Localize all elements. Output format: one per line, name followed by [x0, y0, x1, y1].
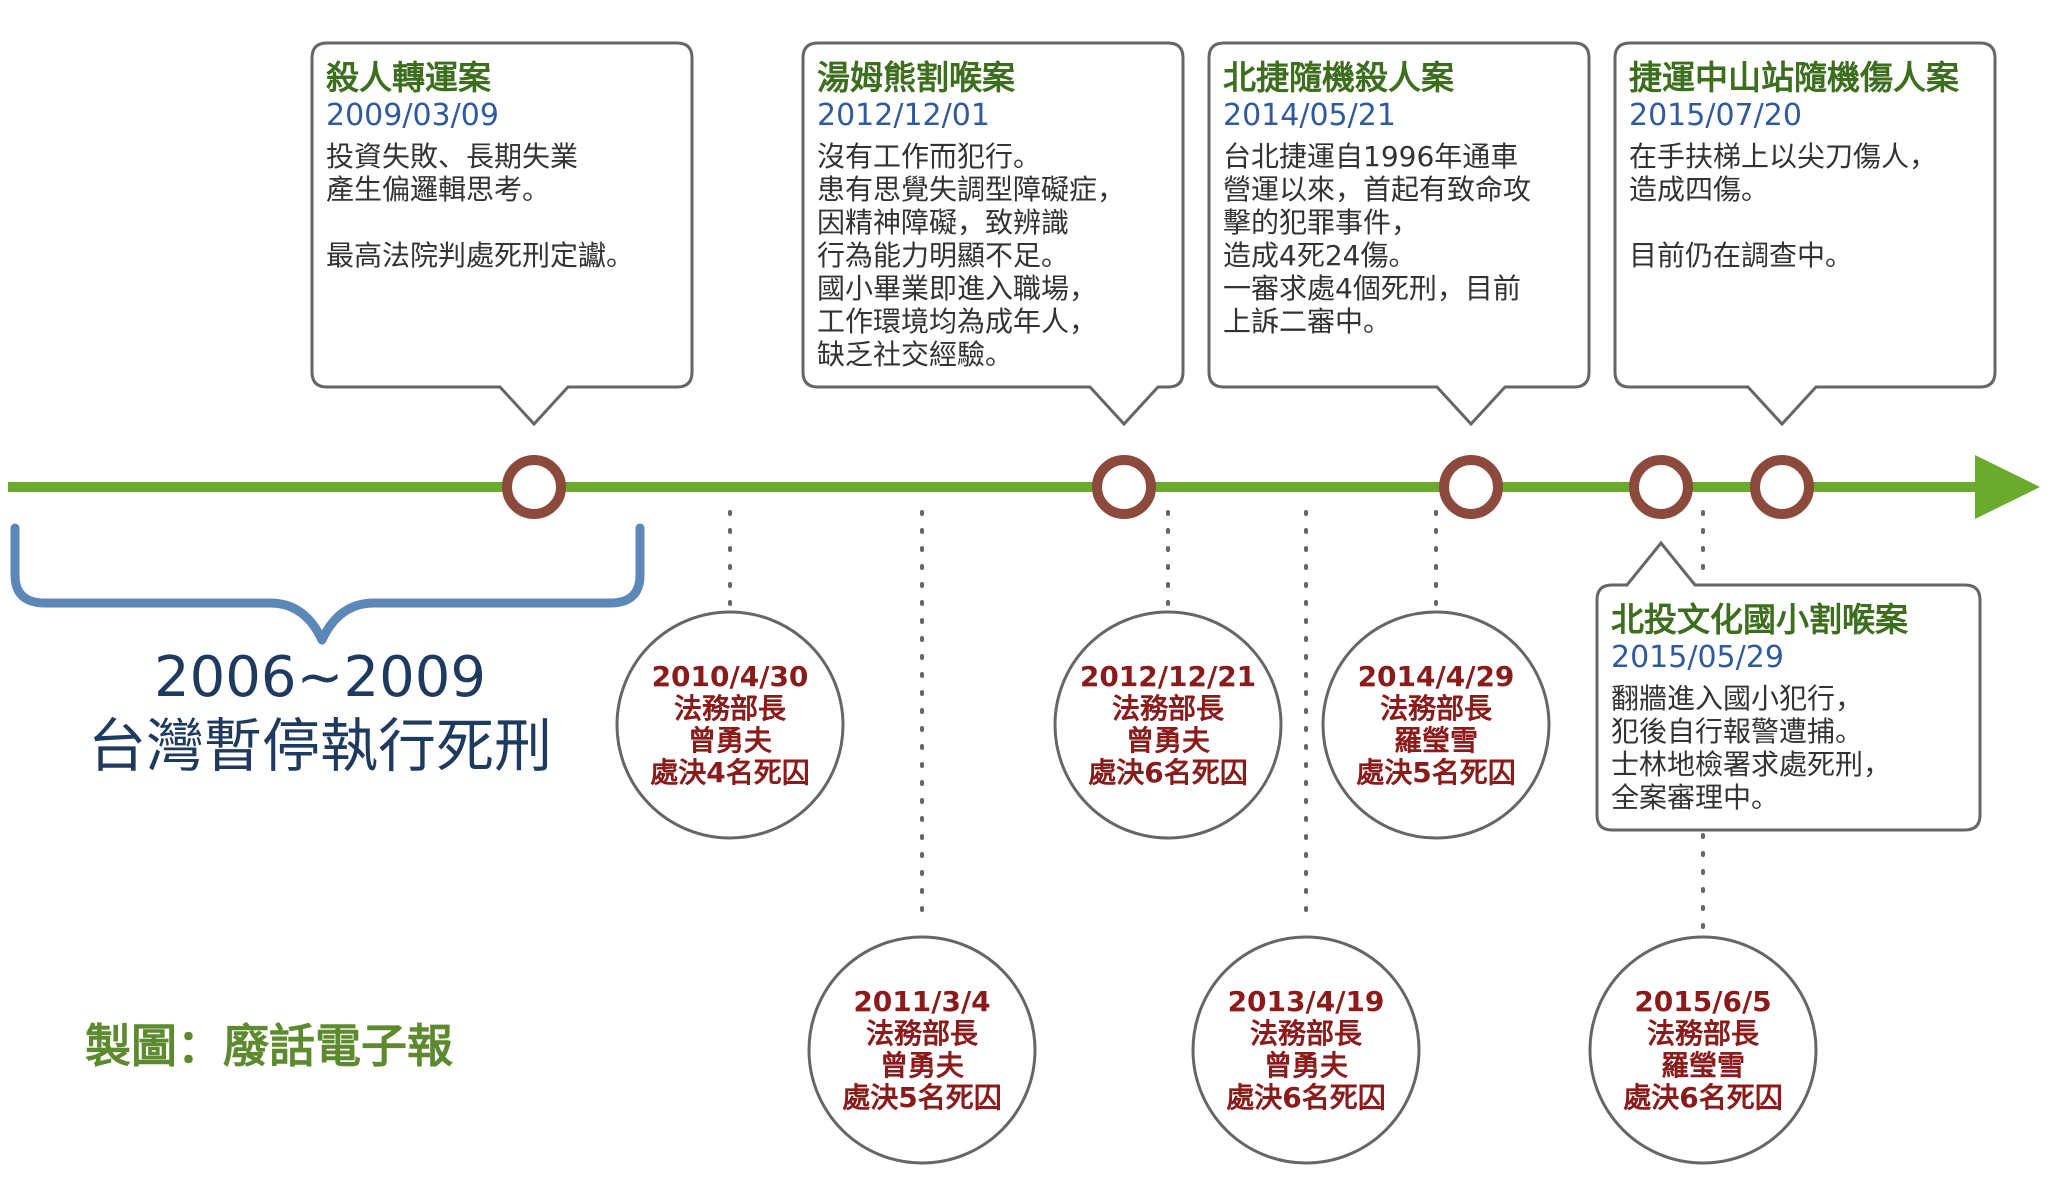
timeline-arrowhead [1975, 455, 2040, 519]
execution-info: 2015/6/5 法務部長 羅瑩雪 處決6名死囚 [1593, 986, 1813, 1114]
execution-result: 處決4名死囚 [650, 756, 810, 789]
case-callout: 北投文化國小割喉案 2015/05/29 翻牆進入國小犯行， 犯後自行報警遭捕。… [1597, 590, 1977, 824]
execution-circle [1053, 610, 1283, 840]
case-callout: 殺人轉運案 2009/03/09 投資失敗、長期失業 產生偏邏輯思考。 最高法院… [312, 48, 692, 282]
execution-info: 2013/4/19 法務部長 曾勇夫 處決6名死囚 [1196, 986, 1416, 1114]
case-callout: 捷運中山站隨機傷人案 2015/07/20 在手扶梯上以尖刀傷人， 造成四傷。 … [1615, 48, 1995, 282]
execution-role: 法務部長 [1111, 692, 1224, 725]
execution-date: 2014/4/29 [1357, 660, 1515, 693]
execution-role: 法務部長 [865, 1017, 978, 1050]
execution-result: 處決6名死囚 [1226, 1081, 1386, 1114]
case-date: 2015/07/20 [1629, 98, 1802, 133]
case-title: 捷運中山站隨機傷人案 [1629, 58, 1959, 97]
execution-circle [615, 610, 845, 840]
case-marker [502, 455, 566, 519]
moratorium-years: 2006~2009 [154, 645, 486, 710]
case-title: 湯姆熊割喉案 [817, 58, 1015, 97]
case-description: 投資失敗、長期失業 產生偏邏輯思考。 最高法院判處死刑定讞。 [326, 140, 635, 272]
execution-circle [1588, 935, 1818, 1165]
case-date: 2009/03/09 [326, 98, 499, 133]
case-marker [1629, 455, 1693, 519]
execution-minister: 羅瑩雪 [1393, 724, 1478, 757]
execution-date: 2012/12/21 [1079, 660, 1257, 693]
execution-role: 法務部長 [673, 692, 786, 725]
execution-minister: 曾勇夫 [1263, 1049, 1348, 1082]
execution-role: 法務部長 [1646, 1017, 1759, 1050]
case-marker [1439, 455, 1503, 519]
case-description: 翻牆進入國小犯行， 犯後自行報警遭捕。 士林地檢署求處死刑， 全案審理中。 [1611, 682, 1892, 814]
execution-minister: 曾勇夫 [1125, 724, 1210, 757]
case-callout-shape [1207, 41, 1591, 427]
execution-date: 2011/3/4 [853, 985, 991, 1018]
case-callout: 湯姆熊割喉案 2012/12/01 沒有工作而犯行。 患有思覺失調型障礙症， 因… [803, 48, 1183, 381]
case-title: 北投文化國小割喉案 [1611, 600, 1908, 639]
moratorium-label: 2006~2009 台灣暫停執行死刑 [40, 645, 600, 781]
case-description: 在手扶梯上以尖刀傷人， 造成四傷。 目前仍在調查中。 [1629, 140, 1938, 272]
execution-result: 處決5名死囚 [842, 1081, 1002, 1114]
case-date: 2015/05/29 [1611, 640, 1784, 675]
case-title: 北捷隨機殺人案 [1223, 58, 1454, 97]
case-description: 沒有工作而犯行。 患有思覺失調型障礙症， 因精神障礙，致辨識 行為能力明顯不足。… [817, 140, 1126, 371]
execution-minister: 曾勇夫 [687, 724, 772, 757]
execution-info: 2014/4/29 法務部長 羅瑩雪 處決5名死囚 [1326, 661, 1546, 789]
execution-date: 2013/4/19 [1227, 985, 1385, 1018]
case-description: 台北捷運自1996年通車 營運以來，首起有致命攻 擊的犯罪事件， 造成4死24傷… [1223, 140, 1532, 338]
period-bracket [10, 523, 645, 645]
case-callout: 北捷隨機殺人案 2014/05/21 台北捷運自1996年通車 營運以來，首起有… [1209, 48, 1589, 348]
execution-circle [1191, 935, 1421, 1165]
execution-date: 2015/6/5 [1634, 985, 1772, 1018]
case-callout-shape [1613, 41, 1997, 427]
moratorium-text: 台灣暫停執行死刑 [87, 712, 552, 780]
case-date: 2012/12/01 [817, 98, 990, 133]
execution-date: 2010/4/30 [651, 660, 809, 693]
execution-info: 2010/4/30 法務部長 曾勇夫 處決4名死囚 [620, 661, 840, 789]
execution-circle [807, 935, 1037, 1165]
execution-role: 法務部長 [1379, 692, 1492, 725]
case-marker [1750, 455, 1814, 519]
case-callout-shape [1595, 540, 1982, 832]
case-callout-shape [801, 41, 1185, 427]
case-marker [1092, 455, 1156, 519]
case-callout-shape [310, 41, 694, 427]
case-title: 殺人轉運案 [326, 58, 491, 97]
execution-result: 處決6名死囚 [1088, 756, 1248, 789]
execution-info: 2012/12/21 法務部長 曾勇夫 處決6名死囚 [1058, 661, 1278, 789]
execution-circle [1321, 610, 1551, 840]
execution-result: 處決5名死囚 [1356, 756, 1516, 789]
execution-minister: 曾勇夫 [879, 1049, 964, 1082]
case-date: 2014/05/21 [1223, 98, 1396, 133]
execution-role: 法務部長 [1249, 1017, 1362, 1050]
execution-info: 2011/3/4 法務部長 曾勇夫 處決5名死囚 [812, 986, 1032, 1114]
execution-minister: 羅瑩雪 [1660, 1049, 1745, 1082]
credit-text: 製圖：廢話電子報 [85, 1019, 453, 1073]
execution-result: 處決6名死囚 [1623, 1081, 1783, 1114]
